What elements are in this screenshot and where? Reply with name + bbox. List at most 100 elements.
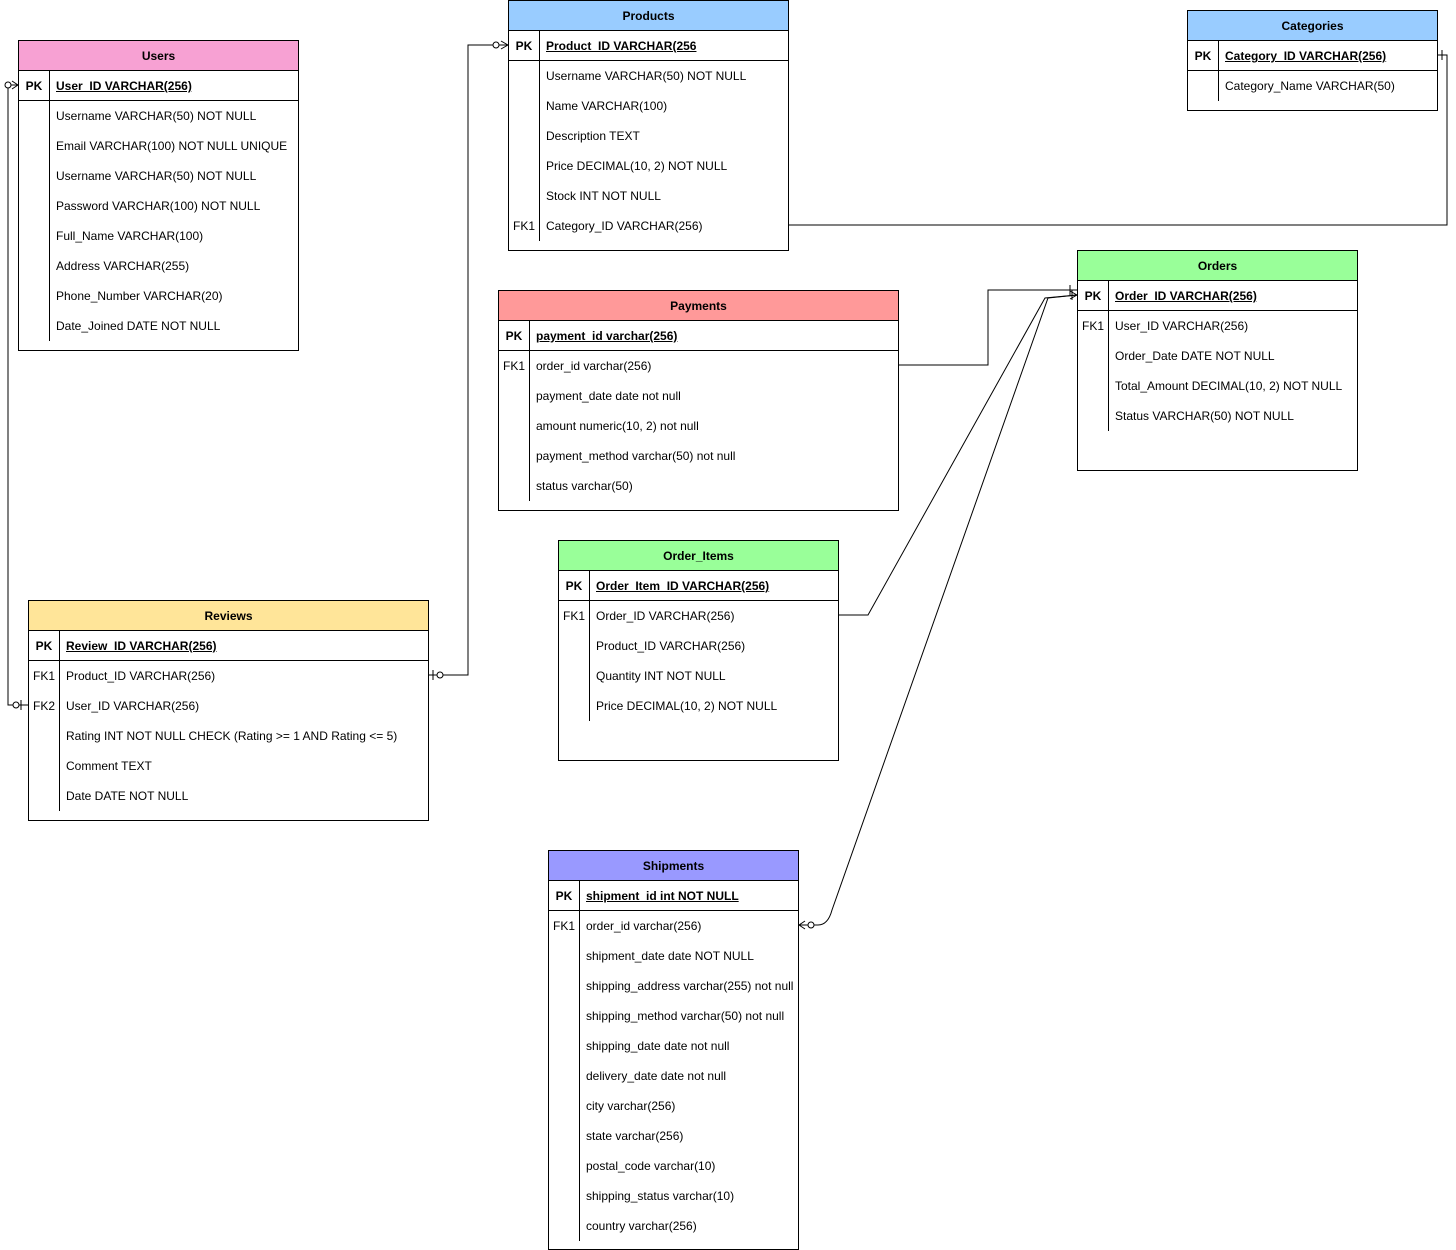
field-row[interactable]: delivery_date date not null (549, 1061, 798, 1091)
zero-one-circle-marker (12, 701, 20, 709)
field-row[interactable]: Username VARCHAR(50) NOT NULL (19, 101, 298, 131)
field-row[interactable]: Total_Amount DECIMAL(10, 2) NOT NULL (1078, 371, 1357, 401)
entity-title: Shipments (549, 851, 798, 881)
field-text: Phone_Number VARCHAR(20) (56, 289, 223, 303)
field-row[interactable]: status varchar(50) (499, 471, 898, 501)
pk-field: payment_id varchar(256) (536, 329, 678, 343)
pk-label: PK (565, 579, 583, 593)
field-row[interactable]: Password VARCHAR(100) NOT NULL (19, 191, 298, 221)
field-text: User_ID VARCHAR(256) (66, 699, 200, 713)
field-row[interactable]: Username VARCHAR(50) NOT NULL (509, 61, 788, 91)
field-text: Username VARCHAR(50) NOT NULL (56, 109, 257, 123)
field-text: payment_date date not null (536, 389, 681, 403)
field-row[interactable]: FK1 Category_ID VARCHAR(256) (509, 211, 788, 241)
primary-key-row[interactable]: PK shipment_id int NOT NULL (549, 881, 798, 911)
field-text: Rating INT NOT NULL CHECK (Rating >= 1 A… (66, 729, 398, 743)
pk-field: Category_ID VARCHAR(256) (1225, 49, 1387, 63)
field-text: Category_ID VARCHAR(256) (546, 219, 703, 233)
zero-many-circle-marker (4, 81, 12, 89)
field-row[interactable]: shipping_method varchar(50) not null (549, 1001, 798, 1031)
field-row[interactable]: FK1 User_ID VARCHAR(256) (1078, 311, 1357, 341)
primary-key-row[interactable]: PK Product_ID VARCHAR(256 (509, 31, 788, 61)
field-row[interactable]: Product_ID VARCHAR(256) (559, 631, 838, 661)
pk-label: PK (25, 79, 43, 93)
field-text: Date DATE NOT NULL (66, 789, 189, 803)
field-row[interactable]: Order_Date DATE NOT NULL (1078, 341, 1357, 371)
field-text: order_id varchar(256) (586, 919, 702, 933)
field-row[interactable]: shipping_date date not null (549, 1031, 798, 1061)
field-row[interactable]: Email VARCHAR(100) NOT NULL UNIQUE (19, 131, 298, 161)
primary-key-row[interactable]: PK Review_ID VARCHAR(256) (29, 631, 428, 661)
field-row[interactable]: Price DECIMAL(10, 2) NOT NULL (559, 691, 838, 721)
zero-many-circle-marker (492, 41, 500, 49)
field-row[interactable]: Category_Name VARCHAR(50) (1188, 71, 1437, 101)
field-text: status varchar(50) (536, 479, 633, 493)
field-row[interactable]: Comment TEXT (29, 751, 428, 781)
field-text: Price DECIMAL(10, 2) NOT NULL (596, 699, 778, 713)
field-text: city varchar(256) (586, 1099, 676, 1113)
field-row[interactable]: Name VARCHAR(100) (509, 91, 788, 121)
field-row[interactable]: Description TEXT (509, 121, 788, 151)
primary-key-row[interactable]: PK Order_Item_ID VARCHAR(256) (559, 571, 838, 601)
entity-categories[interactable]: Categories PK Category_ID VARCHAR(256) C… (1187, 10, 1438, 111)
field-row[interactable]: payment_method varchar(50) not null (499, 441, 898, 471)
pk-label: PK (1194, 49, 1212, 63)
entity-title: Reviews (29, 601, 428, 631)
entity-order-items[interactable]: Order_Items PK Order_Item_ID VARCHAR(256… (558, 540, 839, 761)
field-row[interactable]: Username VARCHAR(50) NOT NULL (19, 161, 298, 191)
pk-label: PK (505, 329, 523, 343)
field-text: User_ID VARCHAR(256) (1115, 319, 1249, 333)
field-text: Product_ID VARCHAR(256) (596, 639, 746, 653)
field-row[interactable]: city varchar(256) (549, 1091, 798, 1121)
field-row[interactable]: Date DATE NOT NULL (29, 781, 428, 811)
field-text: Quantity INT NOT NULL (596, 669, 726, 683)
field-text: order_id varchar(256) (536, 359, 652, 373)
field-row[interactable]: Stock INT NOT NULL (509, 181, 788, 211)
field-row[interactable]: Quantity INT NOT NULL (559, 661, 838, 691)
entity-title: Categories (1188, 11, 1437, 41)
field-text: Order_Date DATE NOT NULL (1115, 349, 1275, 363)
primary-key-row[interactable]: PK payment_id varchar(256) (499, 321, 898, 351)
field-row[interactable]: Phone_Number VARCHAR(20) (19, 281, 298, 311)
entity-title: Order_Items (559, 541, 838, 571)
field-row[interactable]: shipment_date date NOT NULL (549, 941, 798, 971)
primary-key-row[interactable]: PK User_ID VARCHAR(256) (19, 71, 298, 101)
field-row[interactable]: postal_code varchar(10) (549, 1151, 798, 1181)
field-text: amount numeric(10, 2) not null (536, 419, 699, 433)
primary-key-row[interactable]: PK Order_ID VARCHAR(256) (1078, 281, 1357, 311)
field-row[interactable]: state varchar(256) (549, 1121, 798, 1151)
key-label: FK1 (1081, 319, 1104, 333)
products-reviews-relationship-line (429, 44, 508, 676)
field-text: Product_ID VARCHAR(256) (66, 669, 216, 683)
field-row[interactable]: Status VARCHAR(50) NOT NULL (1078, 401, 1357, 431)
field-text: Full_Name VARCHAR(100) (56, 229, 204, 243)
field-row[interactable]: Full_Name VARCHAR(100) (19, 221, 298, 251)
field-row[interactable]: shipping_status varchar(10) (549, 1181, 798, 1211)
primary-key-row[interactable]: PK Category_ID VARCHAR(256) (1188, 41, 1437, 71)
field-text: shipping_status varchar(10) (586, 1189, 735, 1203)
entity-shipments[interactable]: Shipments PK shipment_id int NOT NULL FK… (548, 850, 799, 1250)
field-row[interactable]: amount numeric(10, 2) not null (499, 411, 898, 441)
entity-products[interactable]: Products PK Product_ID VARCHAR(256 Usern… (508, 0, 789, 251)
field-row[interactable]: Rating INT NOT NULL CHECK (Rating >= 1 A… (29, 721, 428, 751)
field-row[interactable]: payment_date date not null (499, 381, 898, 411)
entity-users[interactable]: Users PK User_ID VARCHAR(256) Username V… (18, 40, 299, 351)
field-row[interactable]: Price DECIMAL(10, 2) NOT NULL (509, 151, 788, 181)
field-text: Email VARCHAR(100) NOT NULL UNIQUE (56, 139, 288, 153)
pk-label: PK (515, 39, 533, 53)
field-text: shipment_date date NOT NULL (586, 949, 754, 963)
field-row[interactable]: Date_Joined DATE NOT NULL (19, 311, 298, 341)
field-row[interactable]: country varchar(256) (549, 1211, 798, 1241)
key-label: FK1 (512, 219, 535, 233)
field-text: shipping_address varchar(255) not null (586, 979, 794, 993)
field-row[interactable]: Address VARCHAR(255) (19, 251, 298, 281)
field-row[interactable]: shipping_address varchar(255) not null (549, 971, 798, 1001)
